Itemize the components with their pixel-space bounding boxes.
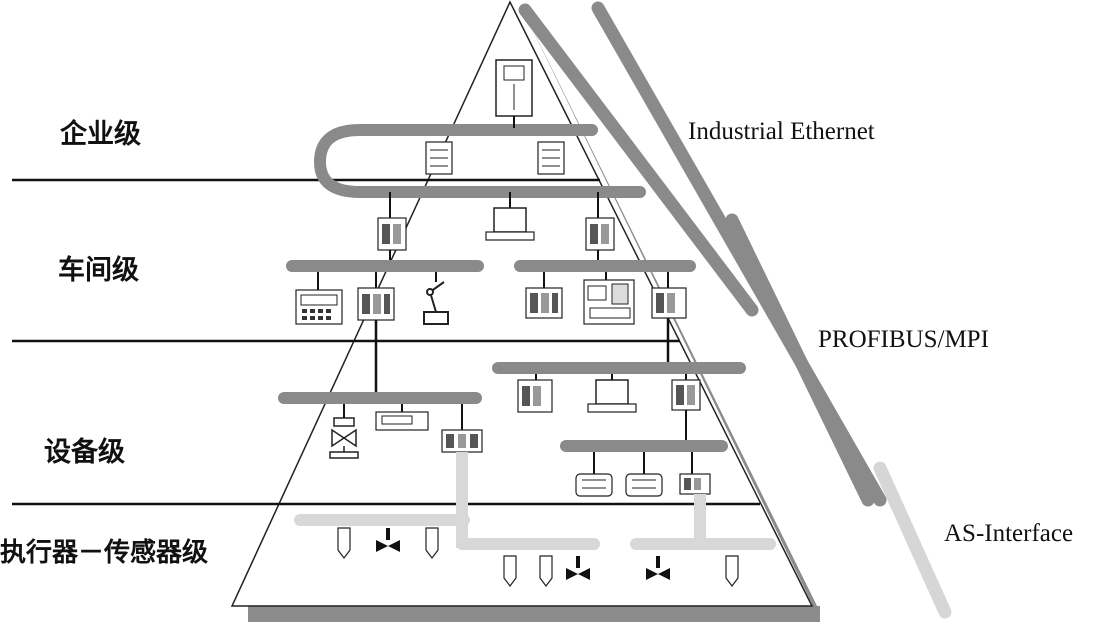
valve-actuator-icon [566, 556, 590, 580]
plc-icon [525, 287, 563, 319]
level-label-device: 设备级 [44, 437, 125, 468]
drive-unit-icon [375, 411, 429, 431]
asi-diagonal-bar [873, 461, 952, 619]
valve-actuator-icon [646, 556, 670, 580]
asi-master-icon [441, 429, 483, 453]
valve-actuator-icon [376, 528, 400, 552]
valve-icon [329, 417, 359, 459]
laptop-icon [587, 379, 637, 413]
pc-icon [537, 141, 565, 175]
pyramid-base [248, 606, 820, 622]
plc-icon [585, 217, 615, 251]
sensor-icon [539, 555, 553, 587]
pc-icon [425, 141, 453, 175]
plc-icon [517, 379, 553, 413]
level-label-enterprise: 企业级 [60, 119, 141, 150]
motor-icon [575, 473, 613, 497]
ethernet-diagonal-bar [518, 3, 759, 317]
operator-panel-icon [295, 289, 343, 325]
ethernet-loop [313, 124, 646, 198]
profibus-diagonal-bar-2 [725, 213, 875, 507]
plc-icon [357, 287, 395, 321]
network-label-ethernet: Industrial Ethernet [688, 118, 875, 145]
plc-icon [651, 287, 687, 319]
plc-icon [377, 217, 407, 251]
laptop-icon [485, 207, 535, 241]
sensor-icon [425, 527, 439, 559]
sensor-icon [337, 527, 351, 559]
level-label-workshop: 车间级 [58, 255, 139, 286]
level-label-actuator-sensor: 执行器－传感器级 [0, 538, 209, 568]
sensor-icon [725, 555, 739, 587]
motor-icon [625, 473, 663, 497]
cnc-machine-icon [583, 279, 635, 325]
server-tower-icon [495, 59, 533, 117]
network-label-profibus: PROFIBUS/MPI [818, 326, 989, 353]
asi-master-icon [679, 473, 711, 495]
sensor-icon [503, 555, 517, 587]
plc-icon [671, 379, 701, 411]
robot-arm-icon [423, 281, 449, 325]
network-label-asi: AS-Interface [944, 520, 1074, 547]
